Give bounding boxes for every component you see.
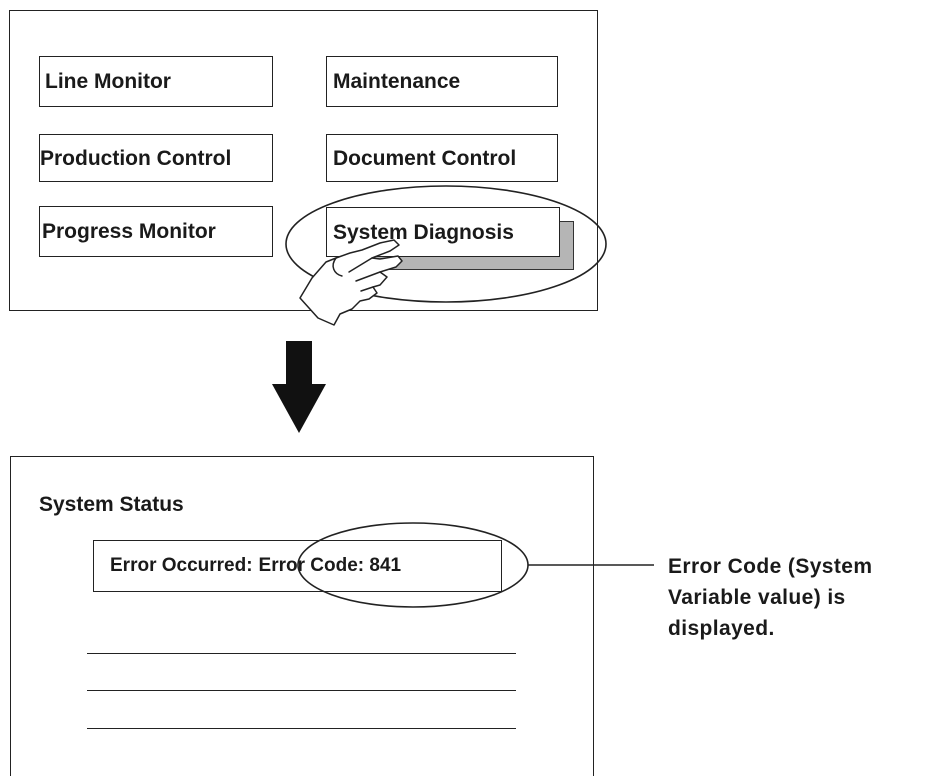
status-screen-title: System Status	[39, 493, 184, 516]
production-control-button[interactable]: Production Control	[39, 134, 273, 182]
blank-status-line	[87, 653, 516, 654]
error-code-ellipse	[297, 522, 529, 608]
system-status-screen	[10, 456, 594, 776]
error-code-value: Error Code: 841	[258, 555, 402, 576]
error-occurred-label: Error Occurred:	[110, 555, 253, 576]
down-arrow-icon	[272, 341, 326, 433]
progress-monitor-button[interactable]: Progress Monitor	[39, 206, 273, 257]
blank-status-line	[87, 690, 516, 691]
blank-status-line	[87, 728, 516, 729]
line-monitor-button[interactable]: Line Monitor	[39, 56, 273, 107]
callout-line: Error Code (System	[668, 555, 873, 578]
highlight-ellipse	[285, 185, 607, 303]
pointing-hand-icon	[299, 239, 403, 326]
callout-line: displayed.	[668, 617, 775, 640]
callout-text: Error Code (System Variable value) is di…	[668, 551, 928, 644]
callout-line: Variable value) is	[668, 586, 846, 609]
maintenance-button[interactable]: Maintenance	[326, 56, 558, 107]
document-control-button[interactable]: Document Control	[326, 134, 558, 182]
